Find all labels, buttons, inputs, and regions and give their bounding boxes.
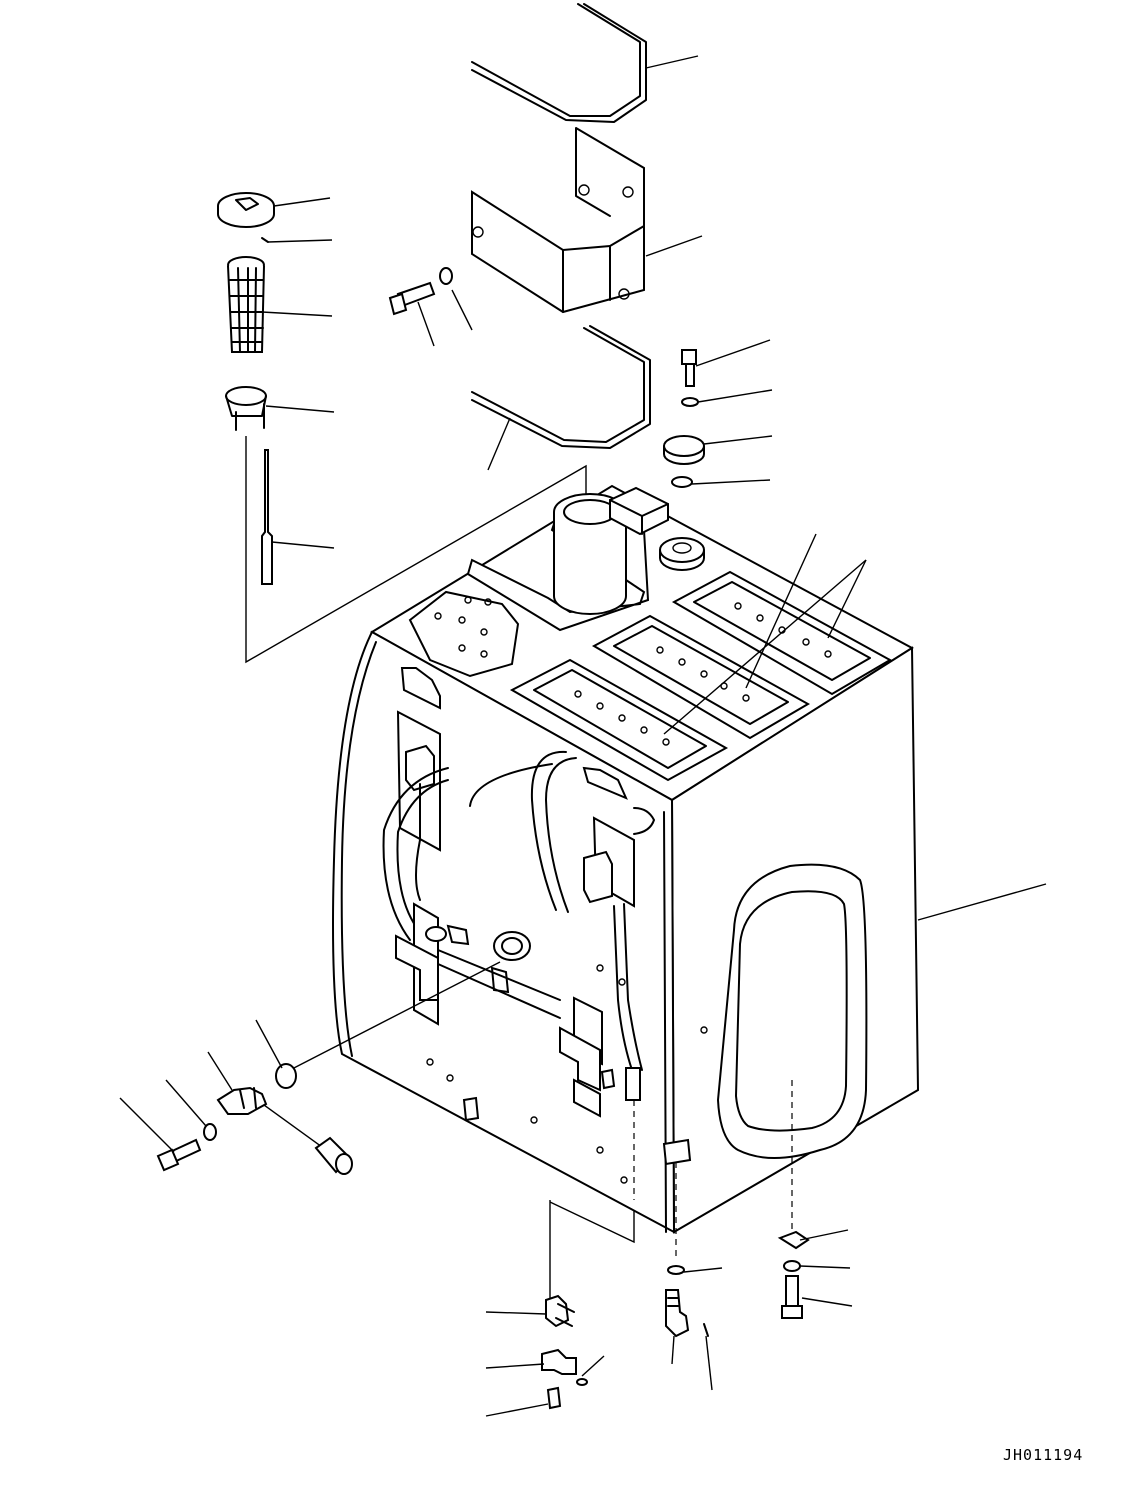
right-bolt[interactable] [781, 1275, 803, 1319]
top-bolt[interactable] [681, 349, 697, 387]
level-switch[interactable] [216, 1086, 268, 1115]
cover-plate[interactable] [471, 127, 645, 314]
dipstick[interactable] [261, 449, 273, 585]
top-cap-plate[interactable] [663, 435, 705, 465]
hydraulic-tank[interactable] [332, 484, 920, 1234]
drawing-code: JH011194 [1003, 1446, 1084, 1464]
left-washer[interactable] [203, 1123, 217, 1141]
top-washer[interactable] [681, 397, 699, 407]
inspection-cover-1[interactable] [509, 658, 729, 782]
right-washer[interactable] [783, 1260, 801, 1272]
left-bolt[interactable] [156, 1138, 202, 1172]
filler-cap[interactable] [217, 192, 275, 228]
sight-gauge-oring[interactable] [275, 1063, 297, 1089]
drain-pin[interactable] [703, 1323, 709, 1337]
small-oring[interactable] [576, 1378, 588, 1386]
leader-lines [119, 55, 1047, 1417]
small-pin[interactable] [261, 237, 269, 243]
strainer[interactable] [227, 256, 265, 353]
strainer-ring[interactable] [225, 386, 267, 431]
drain-valve[interactable] [665, 1289, 690, 1338]
cover-bolt[interactable] [388, 281, 436, 316]
float[interactable] [314, 1136, 353, 1175]
right-plate-washer[interactable] [777, 1230, 810, 1250]
inspection-cover-2[interactable] [591, 614, 811, 740]
drain-clamp[interactable] [545, 1294, 575, 1328]
top-oring[interactable] [671, 476, 693, 488]
plug[interactable] [546, 1386, 562, 1410]
elbow-fitting[interactable] [541, 1348, 577, 1375]
lower-band[interactable] [471, 325, 651, 449]
drain-oring[interactable] [667, 1265, 685, 1275]
top-band[interactable] [471, 3, 647, 123]
cover-washer[interactable] [439, 267, 453, 285]
